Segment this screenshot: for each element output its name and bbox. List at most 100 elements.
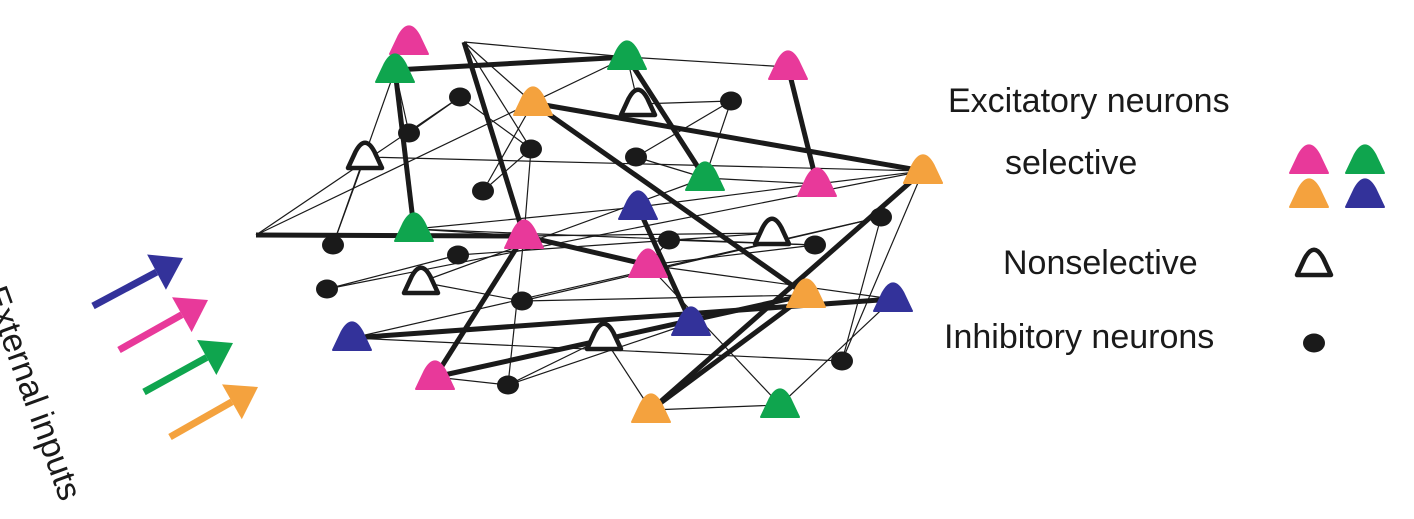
weak-connection-N4-I13	[420, 281, 523, 302]
excitatory-neuron-blue	[332, 321, 372, 351]
inhibitory-neuron	[398, 123, 420, 143]
weak-connection-N1-I8	[332, 156, 366, 246]
excitatory-neuron-pink	[415, 360, 455, 390]
excitatory-neuron-orange	[786, 278, 826, 308]
strong-connection-P2-P3	[785, 66, 820, 185]
legend-inhibitory-label: Inhibitory neurons	[944, 318, 1215, 356]
legend-symbols	[1289, 144, 1385, 353]
nonselective-neuron	[618, 87, 658, 118]
weak-connection-O1-I6	[482, 102, 534, 192]
inhibitory-neuron	[804, 235, 826, 255]
weak-connection-P3-O3	[816, 170, 924, 185]
inhibitory-neuron	[831, 351, 853, 371]
inhibitory-neuron	[511, 291, 533, 311]
weak-connection-I1-I5	[459, 96, 532, 150]
strong-connection-G1-G4	[392, 69, 417, 230]
inhibitory-neuron	[472, 181, 494, 201]
excitatory-neuron-pink	[504, 219, 544, 249]
weak-connection-G2-P2	[626, 56, 789, 68]
inhibitory-neuron	[449, 87, 471, 107]
legend-excitatory-label: Excitatory neurons	[948, 82, 1230, 120]
strong-connections	[255, 41, 925, 413]
excitatory-neuron-pink	[768, 50, 808, 80]
weak-connection-T1-I5	[463, 41, 532, 150]
weak-connection-P5-B3	[647, 264, 894, 300]
excitatory-neuron-orange	[513, 86, 553, 116]
legend-selective-label: selective	[1005, 144, 1138, 182]
inhibitory-neuron	[322, 235, 344, 255]
inhibitory-neuron	[720, 91, 742, 111]
inhibitory-neuron	[497, 375, 519, 395]
inhibitory-neuron	[870, 207, 892, 227]
excitatory-neuron-green	[760, 388, 800, 418]
strong-connection-top	[461, 41, 527, 237]
weak-connection-P5-G5	[647, 264, 781, 406]
weak-connection-G3-P3	[704, 177, 818, 185]
weak-connection-B2-I15	[507, 322, 692, 386]
inhibitory-neuron	[316, 279, 338, 299]
excitatory-neuron-pink	[797, 167, 837, 197]
weak-connection-G3-N4	[420, 177, 706, 283]
strong-connection-O1-O2	[532, 100, 924, 174]
strong-connection-G2-G3	[624, 55, 708, 180]
weak-connections	[255, 41, 924, 411]
nonselective-neuron	[401, 265, 441, 296]
excitatory-neuron-blue	[618, 190, 658, 220]
weak-connection-B3-G5	[779, 298, 894, 406]
external-input-arrow-orange-head	[222, 384, 258, 420]
strong-connection-P4-P6	[432, 234, 527, 379]
excitatory-neuron-green	[394, 212, 434, 242]
strong-connection-B1-B2	[635, 205, 694, 325]
strong-connection-O3-O5	[649, 169, 925, 412]
strong-connection-O1-O4	[531, 100, 808, 298]
inhibitory-neuron	[625, 147, 647, 167]
weak-connection-I7-B4	[351, 216, 882, 339]
excitatory-neuron-blue	[873, 282, 913, 312]
weak-connection-I12-P5	[647, 244, 816, 266]
excitatory-neuron-orange	[903, 154, 943, 184]
inhibitory-neuron	[447, 245, 469, 265]
legend-orange-neuron	[1289, 178, 1329, 208]
excitatory-neuron-orange	[631, 393, 671, 423]
weak-connection-I6-I5	[482, 148, 532, 192]
excitatory-neuron-pink	[389, 25, 429, 55]
nonselective-neuron	[584, 321, 624, 352]
excitatory-neuron-green	[685, 161, 725, 191]
strong-connection-P4-P5	[523, 233, 649, 268]
weak-connection-O5-G5	[650, 404, 781, 411]
weak-connection-T1-G2	[463, 41, 628, 58]
nonselective-neuron	[752, 216, 792, 247]
weak-connection-B1-P3	[637, 183, 818, 208]
weak-connection-T1-O1	[463, 41, 534, 104]
external-input-arrow-green-shaft	[142, 354, 209, 396]
excitatory-neuron-green	[607, 40, 647, 70]
external-input-arrow-blue-shaft	[91, 269, 159, 310]
legend-nonselective-label: Nonselective	[1003, 244, 1198, 282]
weak-connection-N1-O2	[364, 156, 924, 172]
weak-connection-O3-I14	[841, 170, 924, 362]
excitatory-neuron-green	[375, 53, 415, 83]
weak-connection-I9-I10	[326, 254, 459, 290]
neurons	[316, 25, 943, 423]
strong-connection-G1-G2	[394, 54, 628, 73]
external-input-arrow-orange-shaft	[168, 398, 234, 441]
external-input-arrow-green-head	[197, 339, 233, 375]
weak-connection-N2-I3	[637, 100, 732, 105]
excitatory-neuron-blue	[671, 306, 711, 336]
weak-connection-J1-G2	[255, 56, 628, 236]
external-input-arrow-blue-head	[147, 254, 183, 290]
strong-connection-O4-O5	[649, 292, 808, 413]
legend-blue-neuron	[1345, 178, 1385, 208]
weak-connection-G4-I12	[413, 228, 816, 246]
legend-inhibitory-symbol	[1303, 333, 1325, 353]
inhibitory-neuron	[520, 139, 542, 159]
external-input-arrow-pink-shaft	[117, 311, 184, 354]
weak-connection-I14-I7	[841, 216, 882, 362]
external-input-arrow-pink-head	[172, 297, 208, 333]
legend-nonselective-symbol	[1294, 247, 1334, 278]
excitatory-neuron-pink	[628, 248, 668, 278]
weak-connection-I13-O4	[521, 294, 807, 302]
strong-connection-J1-P4	[255, 232, 525, 239]
legend-green-neuron	[1345, 144, 1385, 174]
